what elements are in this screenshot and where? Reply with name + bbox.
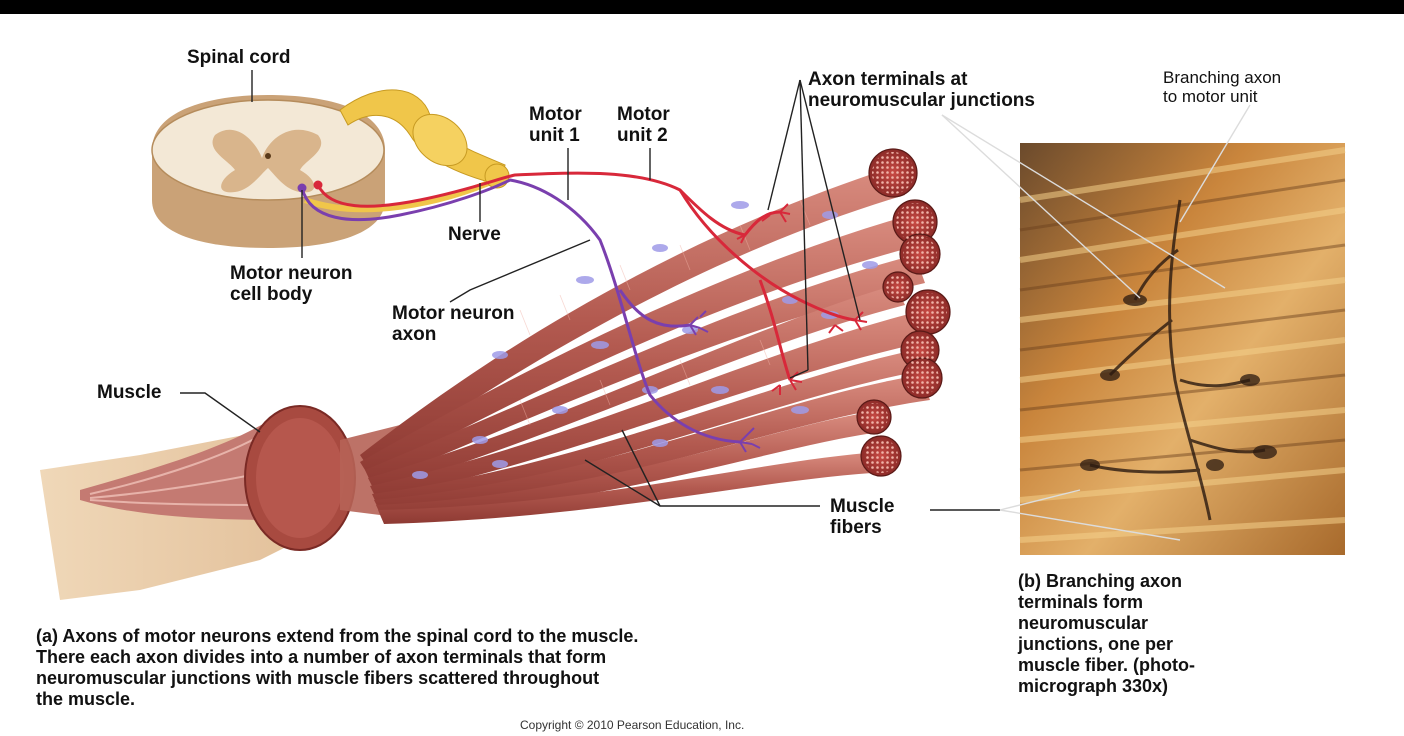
motor-unit-1-axon bbox=[297, 178, 761, 453]
muscle-illustration bbox=[40, 405, 420, 600]
copyright-text: Copyright © 2010 Pearson Education, Inc. bbox=[520, 718, 745, 732]
muscle-fibers-group bbox=[360, 148, 951, 524]
top-black-bar bbox=[0, 0, 1404, 14]
label-axon-terminals: Axon terminals at neuromuscular junction… bbox=[808, 69, 1035, 111]
label-motor-unit-1: Motor unit 1 bbox=[529, 104, 582, 146]
motor-unit-2-axon bbox=[313, 171, 868, 395]
leader-lines bbox=[180, 70, 1000, 511]
label-motor-neuron-cell-body: Motor neuron cell body bbox=[230, 263, 353, 305]
label-nerve: Nerve bbox=[448, 224, 501, 245]
caption-b: (b) Branching axon terminals form neurom… bbox=[1018, 571, 1196, 696]
label-motor-neuron-axon: Motor neuron axon bbox=[392, 303, 515, 345]
micrograph-leader-lines bbox=[941, 104, 1251, 541]
micrograph-panel bbox=[1019, 143, 1346, 555]
label-muscle-fibers: Muscle fibers bbox=[830, 496, 895, 538]
label-branching-axon: Branching axon to motor unit bbox=[1163, 68, 1282, 106]
spinal-cord-illustration bbox=[151, 95, 385, 248]
label-motor-unit-2: Motor unit 2 bbox=[617, 104, 670, 146]
caption-a: (a) Axons of motor neurons extend from t… bbox=[36, 626, 639, 709]
label-spinal-cord: Spinal cord bbox=[187, 47, 291, 68]
label-muscle: Muscle bbox=[97, 382, 162, 403]
